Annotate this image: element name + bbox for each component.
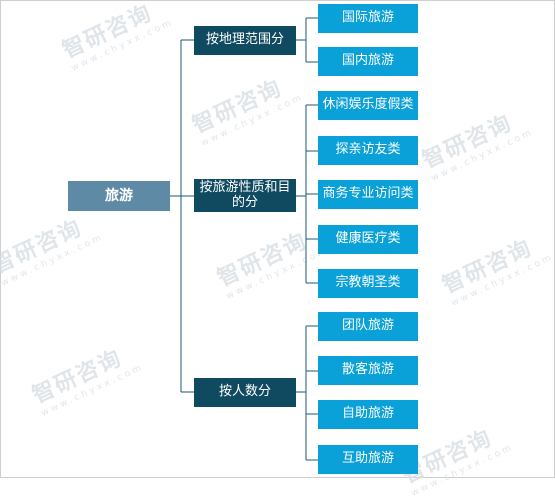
connector-group-2 (296, 104, 318, 284)
connector-group-3 (296, 325, 318, 461)
leaf-leisure: 休闲娱乐度假类 (318, 91, 418, 120)
leaf-mutual-aid: 互助旅游 (318, 445, 418, 474)
category-group-size: 按人数分 (194, 378, 296, 407)
leaf-domestic: 国内旅游 (318, 47, 418, 76)
root-node-tourism: 旅游 (68, 181, 170, 211)
leaf-self-service: 自助旅游 (318, 400, 418, 429)
leaf-visiting-relatives: 探亲访友类 (318, 136, 418, 165)
leaf-pilgrimage: 宗教朝圣类 (318, 269, 418, 298)
leaf-business: 商务专业访问类 (318, 180, 418, 209)
category-geographic-scope: 按地理范围分 (194, 26, 296, 55)
connector-group-1 (296, 17, 318, 63)
connector-lines (170, 17, 318, 461)
leaf-independent: 散客旅游 (318, 356, 418, 385)
leaf-group-tour: 团队旅游 (318, 312, 418, 341)
leaf-international: 国际旅游 (318, 4, 418, 33)
category-nature-purpose: 按旅游性质和目的分 (194, 179, 296, 212)
leaf-medical: 健康医疗类 (318, 225, 418, 254)
